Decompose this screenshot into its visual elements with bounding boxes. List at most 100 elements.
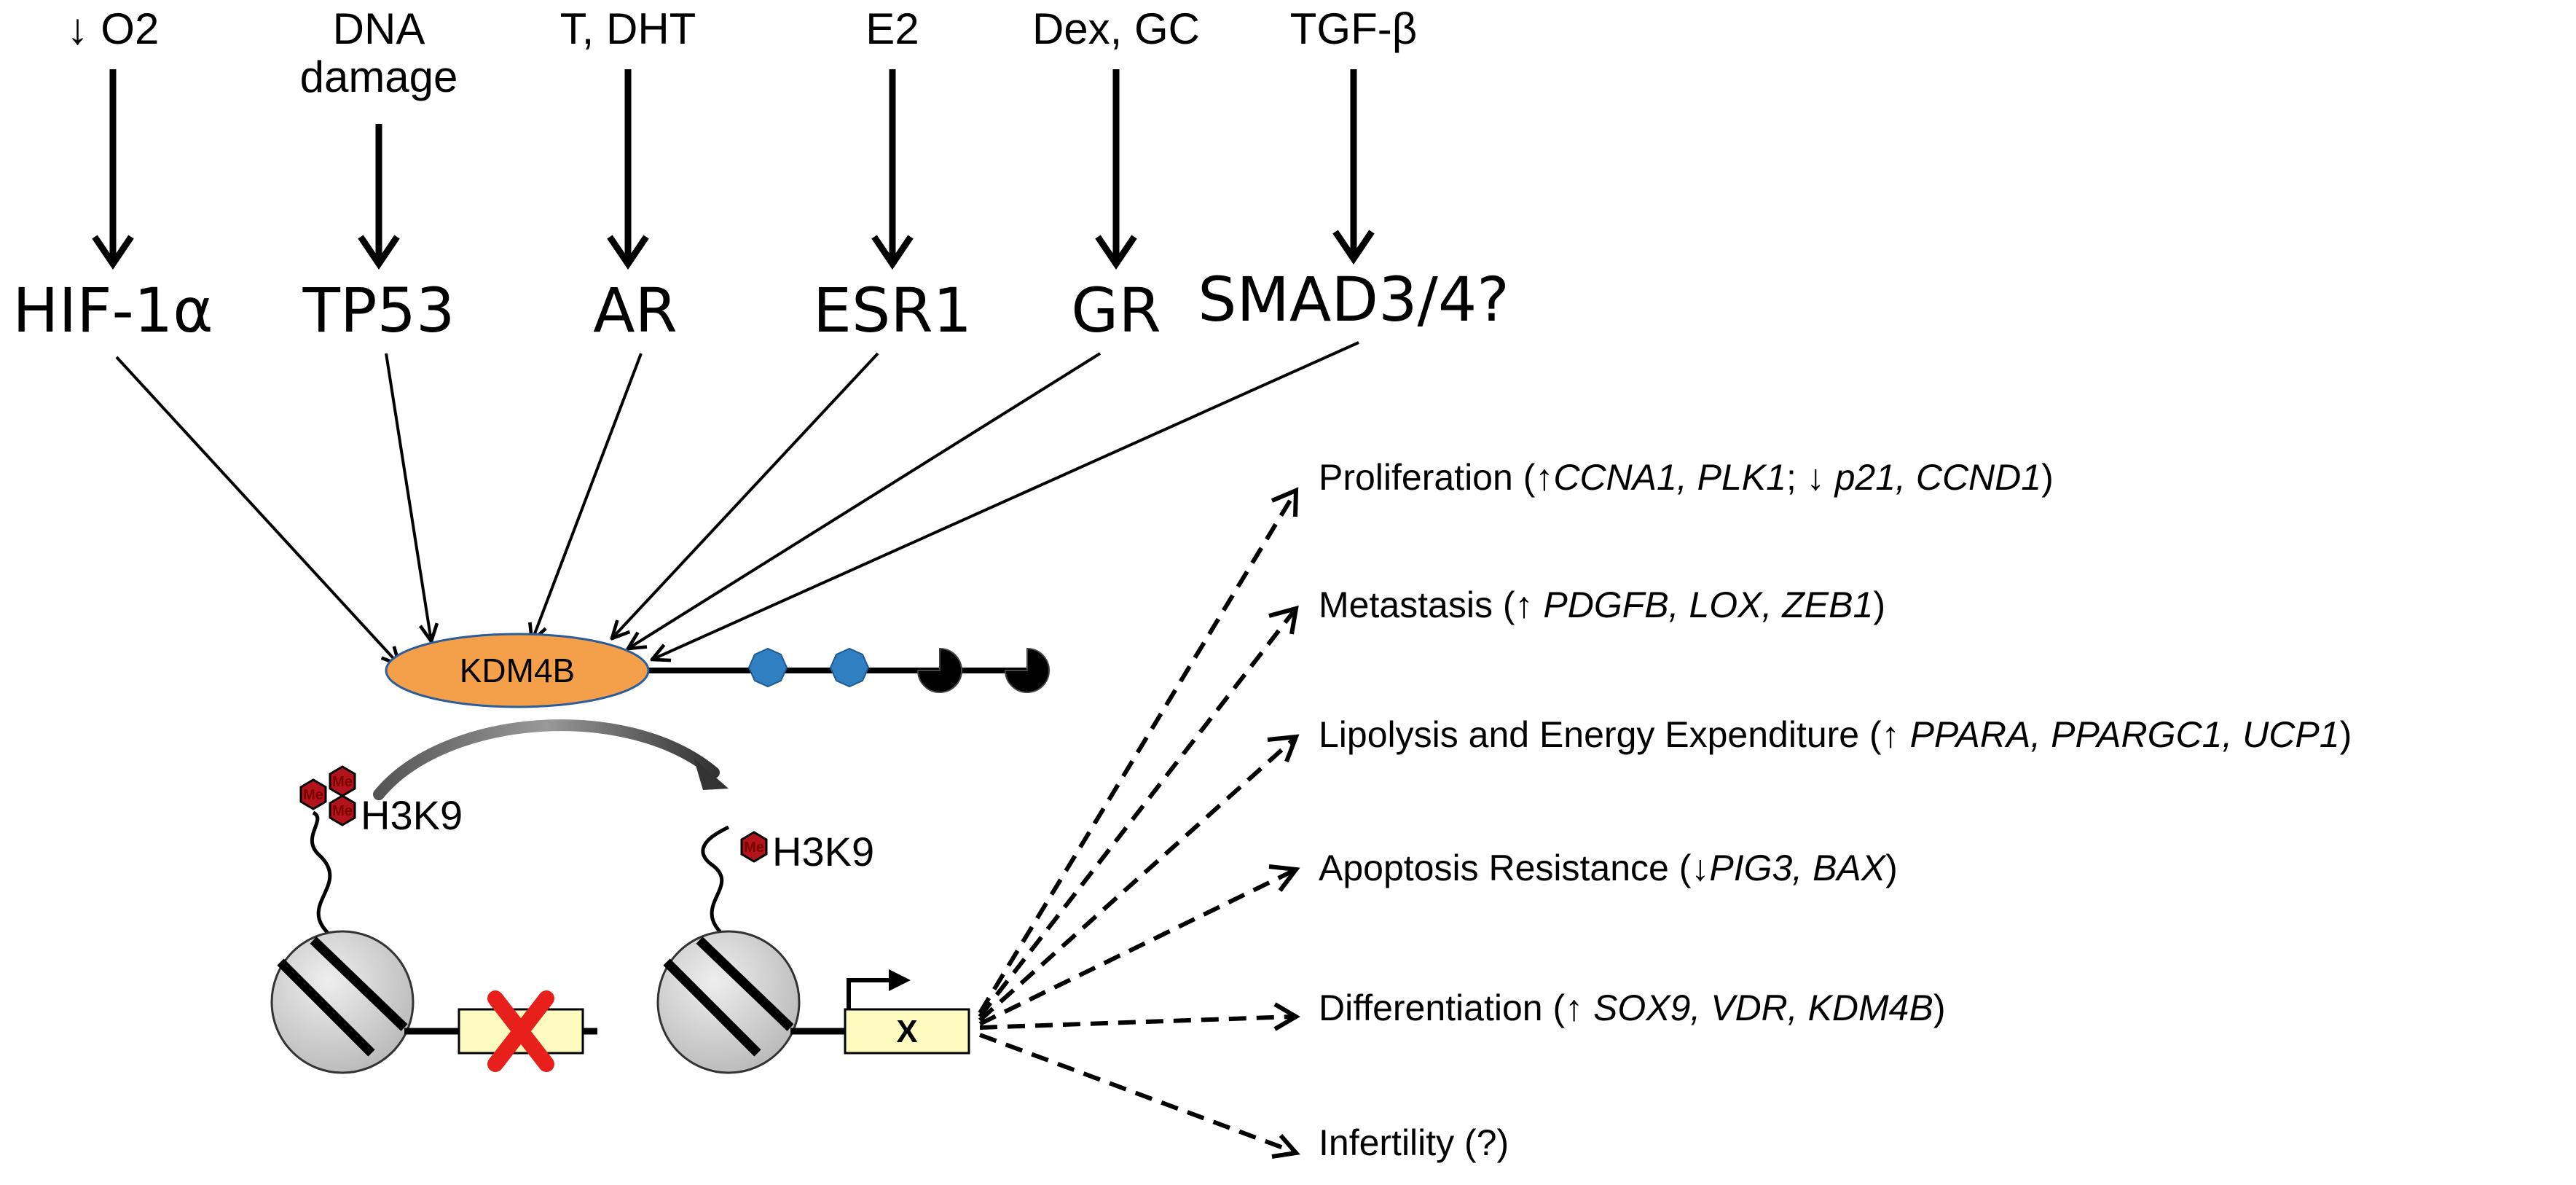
histone-tail-right bbox=[701, 825, 730, 934]
methyl-hex-1 bbox=[299, 778, 327, 810]
metastasis-text-part-0: Metastasis (↑ bbox=[1319, 584, 1543, 625]
dash-arrow-differentiation bbox=[979, 1014, 1294, 1030]
stimulus-testosterone: T, DHT bbox=[560, 4, 696, 53]
outcome-arrowheads bbox=[1267, 487, 1300, 1159]
stimulus-arrows bbox=[92, 69, 1375, 270]
differentiation-text-part-0: Differentiation (↑ bbox=[1319, 988, 1593, 1028]
dna-wrap-right-2 bbox=[696, 936, 794, 1031]
lipolysis-text-part-0: Lipolysis and Energy Expenditure (↑ bbox=[1319, 714, 1910, 755]
dash-arrow-lipolysis bbox=[978, 738, 1295, 1022]
factor-arrows bbox=[115, 341, 1359, 665]
metastasis-text-part-2: ) bbox=[1873, 584, 1885, 625]
differentiation-text-part-2: ) bbox=[1933, 988, 1946, 1028]
methyl-hex-right bbox=[740, 831, 768, 863]
phd-domain-2 bbox=[829, 647, 870, 688]
proliferation-text-part-0: Proliferation (↑ bbox=[1319, 457, 1553, 498]
dna-wrap-right-1 bbox=[663, 958, 761, 1057]
factor-tp53: TP53 bbox=[302, 275, 455, 346]
arrowhead-proliferation bbox=[1271, 487, 1299, 517]
demethylation-arrowhead bbox=[694, 758, 729, 790]
apoptosis-text-part-2: ) bbox=[1885, 848, 1898, 888]
factor-ar: AR bbox=[593, 275, 678, 346]
transcription-factors: HIF-1α TP53 AR ESR1 GR SMAD3/4? bbox=[12, 264, 1509, 346]
tudor-domain-2 bbox=[1004, 647, 1050, 693]
factor-gr: GR bbox=[1071, 275, 1161, 346]
arrowhead-metastasis bbox=[1268, 605, 1299, 635]
demethylation-arrow bbox=[373, 719, 720, 800]
methyl-hex-2 bbox=[329, 765, 356, 797]
h3k9-label-left: H3K9 bbox=[361, 792, 463, 838]
dna-wrap-left-1 bbox=[277, 958, 375, 1057]
outcome-metastasis: Metastasis (↑ PDGFB, LOX, ZEB1) bbox=[1319, 584, 1885, 625]
outcome-lipolysis: Lipolysis and Energy Expenditure (↑ PPAR… bbox=[1319, 714, 2352, 755]
proliferation-text-part-1: CCNA1, PLK1 bbox=[1553, 457, 1786, 498]
gene-x-label: X bbox=[896, 1014, 917, 1049]
factor-hif1a: HIF-1α bbox=[12, 275, 213, 346]
arrow-hif1a-kdm4b bbox=[115, 356, 399, 665]
transcription-start-arrowhead bbox=[889, 969, 911, 991]
lipolysis-text-part-2: ) bbox=[2340, 714, 2352, 755]
stimulus-glucocorticoid: Dex, GC bbox=[1032, 4, 1200, 53]
outcome-arrows bbox=[978, 494, 1295, 1154]
dna-wrap-left-2 bbox=[310, 936, 408, 1031]
kdm4b-jmj-domain bbox=[385, 633, 650, 708]
arrow-tp53-kdm4b bbox=[385, 353, 431, 641]
methyl-label-1: Me bbox=[303, 787, 323, 803]
arrowhead-tgf bbox=[1332, 230, 1375, 265]
kdm4b-label: KDM4B bbox=[460, 652, 575, 689]
dash-arrow-proliferation bbox=[978, 494, 1295, 1014]
nucleosome-left bbox=[270, 930, 415, 1074]
stimulus-tgf-beta: TGF-β bbox=[1290, 4, 1417, 53]
stimulus-estradiol: E2 bbox=[865, 4, 919, 53]
arrow-smad-kdm4b bbox=[652, 341, 1359, 660]
outcome-labels: Proliferation (↑CCNA1, PLK1; ↓ p21, CCND… bbox=[1319, 457, 2352, 1163]
transcription-start-arrow bbox=[847, 978, 896, 1009]
apoptosis-text-part-0: Apoptosis Resistance (↓ bbox=[1319, 848, 1709, 888]
active-chromatin: Me H3K9 X bbox=[656, 825, 970, 1074]
outcome-infertility: Infertility (?) bbox=[1319, 1122, 1509, 1163]
factor-esr1: ESR1 bbox=[813, 275, 972, 346]
dash-arrow-apoptosis bbox=[978, 869, 1295, 1026]
infertility-text-part-0: Infertility (?) bbox=[1319, 1122, 1509, 1163]
repressed-chromatin: Me Me Me H3K9 bbox=[270, 765, 597, 1074]
metastasis-text-part-1: PDGFB, LOX, ZEB1 bbox=[1543, 584, 1873, 625]
arrowhead-dex bbox=[1095, 235, 1137, 270]
outcome-proliferation: Proliferation (↑CCNA1, PLK1; ↓ p21, CCND… bbox=[1319, 457, 2054, 498]
dash-arrow-infertility bbox=[978, 1033, 1295, 1154]
phd-domain-1 bbox=[747, 647, 788, 688]
proliferation-text-part-4: ) bbox=[2041, 457, 2054, 498]
histone-tail-left bbox=[310, 810, 332, 934]
tudor-domain-1 bbox=[916, 647, 962, 693]
arrowhead-t bbox=[607, 235, 649, 270]
factor-smad: SMAD3/4? bbox=[1198, 264, 1509, 335]
h3k9-label-right: H3K9 bbox=[772, 829, 874, 875]
lipolysis-text-part-1: PPARA, PPARGC1, UCP1 bbox=[1910, 714, 2340, 755]
proliferation-text-part-3: p21, CCND1 bbox=[1834, 457, 2041, 498]
methyl-label-2: Me bbox=[332, 774, 353, 790]
arrowhead-e2 bbox=[871, 235, 914, 270]
nucleosome-right bbox=[656, 930, 801, 1074]
arrowhead-apoptosis bbox=[1268, 864, 1300, 892]
dash-arrow-metastasis bbox=[978, 611, 1295, 1018]
differentiation-text-part-1: SOX9, VDR, KDM4B bbox=[1593, 988, 1933, 1028]
apoptosis-text-part-1: PIG3, BAX bbox=[1709, 848, 1886, 888]
arrowhead-differentiation bbox=[1273, 1002, 1300, 1031]
methyl-label-right: Me bbox=[744, 840, 764, 856]
stimulus-o2: ↓ O2 bbox=[67, 4, 160, 53]
outcome-apoptosis: Apoptosis Resistance (↓PIG3, BAX) bbox=[1319, 848, 1898, 888]
arrowhead-o2 bbox=[92, 235, 134, 270]
kdm4b-protein: KDM4B bbox=[385, 633, 1050, 708]
gene-box-active bbox=[844, 1008, 970, 1055]
methyl-hex-3 bbox=[329, 794, 356, 826]
outcome-differentiation: Differentiation (↑ SOX9, VDR, KDM4B) bbox=[1319, 988, 1945, 1028]
arrowhead-infertility bbox=[1271, 1134, 1300, 1159]
repression-x bbox=[487, 990, 554, 1072]
arrowhead-lipolysis bbox=[1267, 734, 1300, 763]
arrow-esr1-kdm4b bbox=[612, 352, 879, 638]
arrow-gr-kdm4b bbox=[628, 352, 1102, 649]
proliferation-text-part-2: ; ↓ bbox=[1786, 457, 1835, 498]
arrow-ar-kdm4b bbox=[532, 353, 643, 641]
